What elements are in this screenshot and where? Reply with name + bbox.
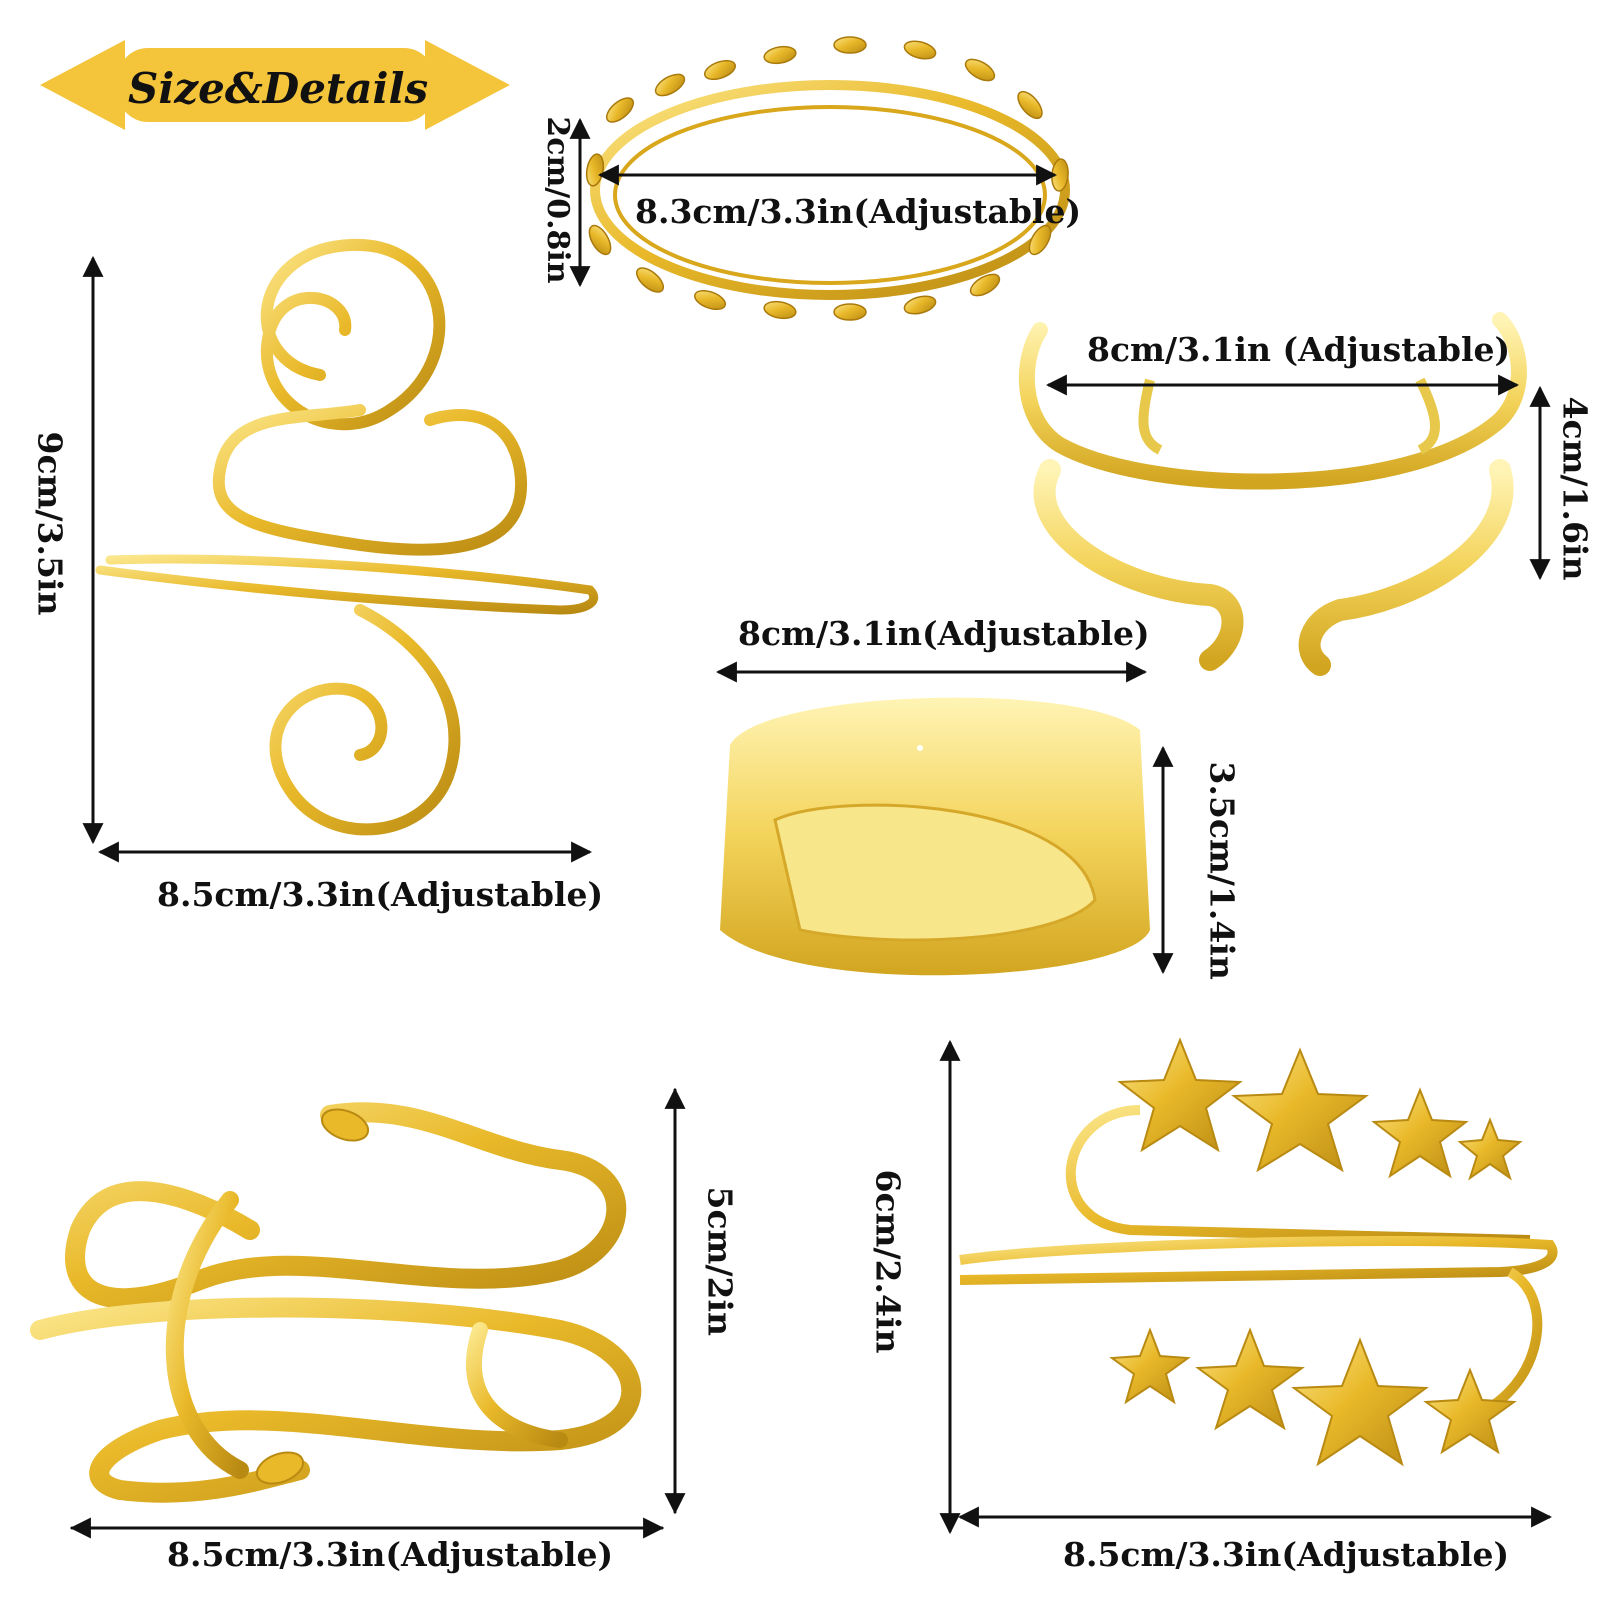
spiral-cuff-width-label: 8.5cm/3.3in(Adjustable) bbox=[157, 875, 604, 914]
wrap-band-width-label: 8cm/3.1in(Adjustable) bbox=[738, 614, 1150, 653]
star-cuff-image bbox=[939, 1037, 1558, 1535]
spiral-cuff-image bbox=[82, 238, 599, 863]
leaf-cuff-width-label: 8.3cm/3.3in(Adjustable) bbox=[635, 192, 1082, 231]
wrap-band-height-label: 3.5cm/1.4in bbox=[1202, 761, 1242, 980]
snake-cuff-width-label: 8.5cm/3.3in(Adjustable) bbox=[167, 1535, 614, 1574]
leaf-cuff-image bbox=[569, 36, 1070, 321]
spiral-cuff-height-label: 9cm/3.5in bbox=[30, 431, 70, 616]
star-cuff-height-label: 6cm/2.4in bbox=[868, 1169, 908, 1354]
snake-cuff-image bbox=[30, 1087, 686, 1539]
star-cuff-width-label: 8.5cm/3.3in(Adjustable) bbox=[1063, 1535, 1510, 1574]
header-banner bbox=[40, 40, 510, 130]
leaf-cuff-height-label: 2cm/0.8in bbox=[540, 116, 575, 284]
open-cuff-height-label: 4cm/1.6in bbox=[1555, 396, 1595, 581]
open-cuff-image bbox=[1018, 312, 1551, 676]
snake-cuff-height-label: 5cm/2in bbox=[700, 1186, 740, 1337]
header-title: Size&Details bbox=[128, 64, 429, 113]
wrap-band-image bbox=[715, 661, 1174, 976]
open-cuff-width-label: 8cm/3.1in (Adjustable) bbox=[1087, 330, 1511, 369]
